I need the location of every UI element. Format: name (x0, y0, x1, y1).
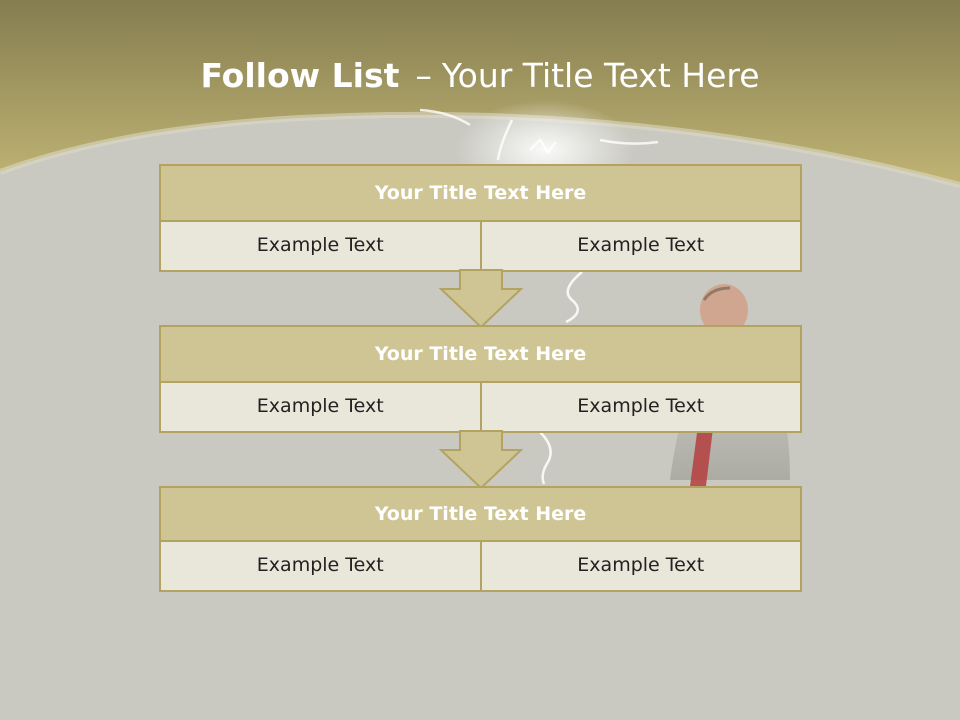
step-row: Example Text Example Text (159, 222, 802, 272)
step-2: Your Title Text Here Example Text Exampl… (159, 325, 802, 433)
step-text-left: Example Text (159, 383, 482, 433)
step-1: Your Title Text Here Example Text Exampl… (159, 164, 802, 272)
step-text-right: Example Text (481, 222, 802, 272)
title-rest: Your Title Text Here (441, 56, 760, 95)
down-arrow-icon (438, 269, 524, 329)
down-arrow-icon (438, 430, 524, 490)
step-text-right: Example Text (481, 542, 802, 592)
step-title: Your Title Text Here (159, 325, 802, 383)
step-title: Your Title Text Here (159, 164, 802, 222)
step-title: Your Title Text Here (159, 486, 802, 542)
step-row: Example Text Example Text (159, 542, 802, 592)
step-text-left: Example Text (159, 542, 482, 592)
title-bold: Follow List (200, 56, 400, 95)
step-text-right: Example Text (481, 383, 802, 433)
step-text-left: Example Text (159, 222, 482, 272)
title-separator: – (415, 56, 432, 95)
step-3: Your Title Text Here Example Text Exampl… (159, 486, 802, 592)
step-row: Example Text Example Text (159, 383, 802, 433)
slide-title: Follow List–Your Title Text Here (0, 54, 960, 98)
